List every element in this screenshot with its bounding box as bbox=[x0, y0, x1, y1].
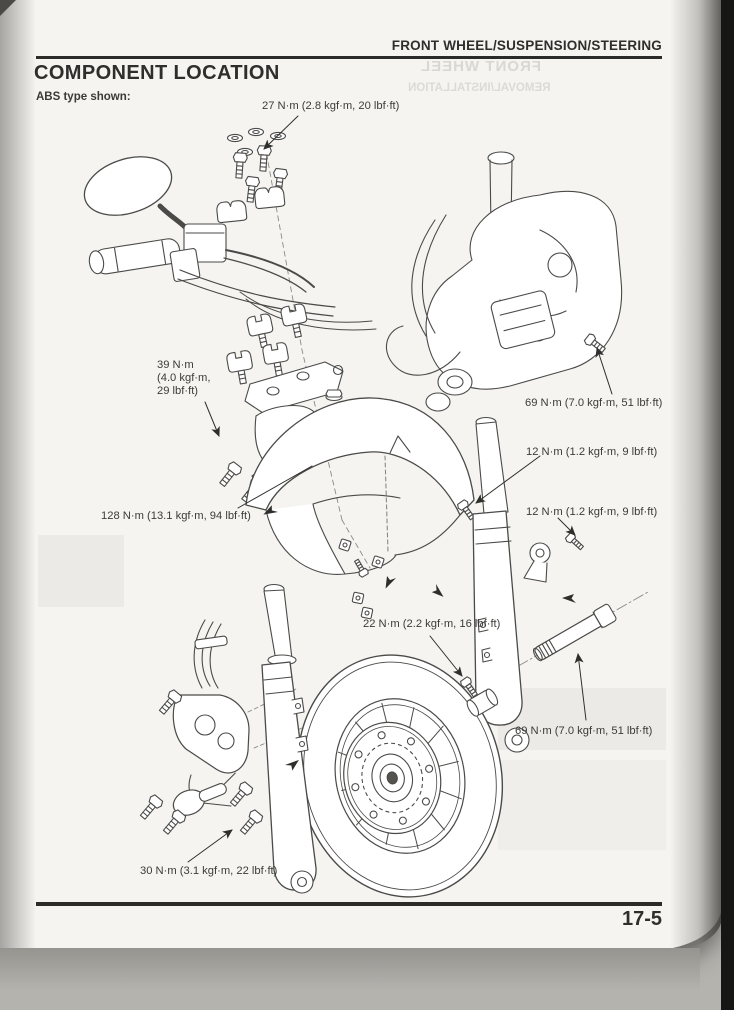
page-number: 17-5 bbox=[621, 908, 662, 930]
leader-lines bbox=[188, 116, 612, 862]
bleedthrough-block bbox=[498, 760, 666, 850]
bleedthrough-text: FRONT WHEEL bbox=[420, 58, 541, 75]
steering-head-abs-drawing bbox=[386, 152, 621, 411]
front-axle-drawing bbox=[531, 603, 618, 664]
torque-label-39nm: 39 N·m (4.0 kgf·m, 29 lbf·ft) bbox=[157, 359, 211, 397]
variant-note: ABS type shown: bbox=[36, 91, 131, 103]
handlebar-assembly-drawing bbox=[77, 146, 376, 329]
brake-caliper-drawing bbox=[136, 620, 303, 838]
axle-pinch-bolt-drawing bbox=[458, 675, 500, 718]
scan-corner-mark bbox=[0, 0, 16, 16]
front-wheel-drawing bbox=[272, 633, 527, 900]
spine-shadow bbox=[0, 0, 36, 950]
brake-disc-drawing bbox=[332, 712, 452, 844]
torque-label-12nm-a: 12 N·m (1.2 kgf·m, 9 lbf·ft) bbox=[526, 446, 658, 458]
torque-label-69nm-b: 69 N·m (7.0 kgf·m, 51 lbf·ft) bbox=[515, 725, 653, 737]
chapter-header: FRONT WHEEL/SUSPENSION/STEERING bbox=[391, 38, 662, 53]
exploded-diagram bbox=[40, 100, 680, 900]
paper-page: FRONT WHEEL REMOVAL/INSTALLATION FRONT W… bbox=[0, 0, 722, 950]
left-fork-leg-drawing bbox=[262, 585, 316, 894]
scan-edge-black-strip bbox=[721, 0, 734, 1010]
scanner-bed-shadow bbox=[0, 948, 700, 1010]
right-fork-leg-drawing bbox=[473, 418, 577, 753]
speed-sensor-drawing bbox=[524, 531, 586, 582]
bleedthrough-block bbox=[38, 535, 124, 607]
torque-label-69nm-a: 69 N·m (7.0 kgf·m, 51 lbf·ft) bbox=[525, 397, 663, 409]
torque-label-12nm-b: 12 N·m (1.2 kgf·m, 9 lbf·ft) bbox=[526, 506, 658, 518]
page-curl-shading bbox=[670, 0, 722, 950]
torque-label-128nm: 128 N·m (13.1 kgf·m, 94 lbf·ft) bbox=[101, 510, 251, 522]
footer-rule bbox=[36, 902, 662, 906]
header-rule bbox=[36, 56, 662, 59]
torque-label-30nm: 30 N·m (3.1 kgf·m, 22 lbf·ft) bbox=[140, 865, 278, 877]
page-title: COMPONENT LOCATION bbox=[34, 62, 280, 84]
torque-label-22nm: 22 N·m (2.2 kgf·m, 16 lbf·ft) bbox=[363, 618, 501, 630]
front-fender-drawing bbox=[246, 398, 478, 620]
torque-label-27nm: 27 N·m (2.8 kgf·m, 20 lbf·ft) bbox=[262, 100, 400, 112]
handlebar-clamp-bolts-drawing bbox=[215, 127, 289, 224]
bleedthrough-text: REMOVAL/INSTALLATION bbox=[408, 82, 551, 94]
